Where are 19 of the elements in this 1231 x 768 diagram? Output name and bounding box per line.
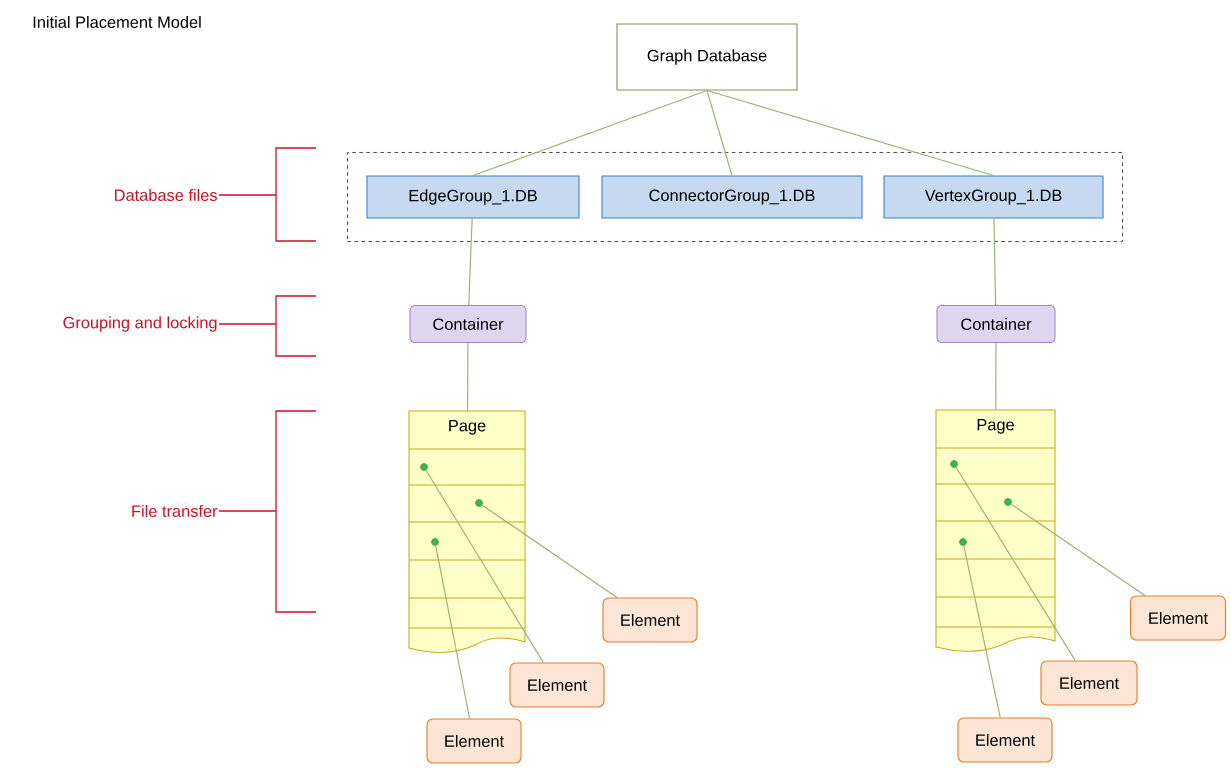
element-box: Element [426, 718, 522, 764]
bracket-label: Database files [115, 188, 217, 201]
file-box: VertexGroup_1.DB [883, 175, 1104, 219]
bracket-label: File transfer [132, 504, 218, 517]
dashed-group-box [347, 152, 1123, 242]
element-box: Element [509, 662, 605, 708]
bracket-label: Grouping and locking [63, 316, 217, 332]
file-box: EdgeGroup_1.DB [366, 175, 580, 219]
element-box: Element [1040, 660, 1138, 706]
title: Initial Placement Model [33, 15, 201, 28]
database-box: Graph Database [616, 23, 798, 91]
element-box: Element [602, 597, 698, 643]
file-box: ConnectorGroup_1.DB [601, 175, 863, 219]
element-box: Element [1129, 595, 1227, 641]
element-box: Element [957, 717, 1053, 763]
container-box: Container [409, 304, 527, 343]
container-box: Container [936, 304, 1056, 343]
page-card: Page [935, 409, 1056, 652]
page-card: Page [408, 410, 526, 653]
